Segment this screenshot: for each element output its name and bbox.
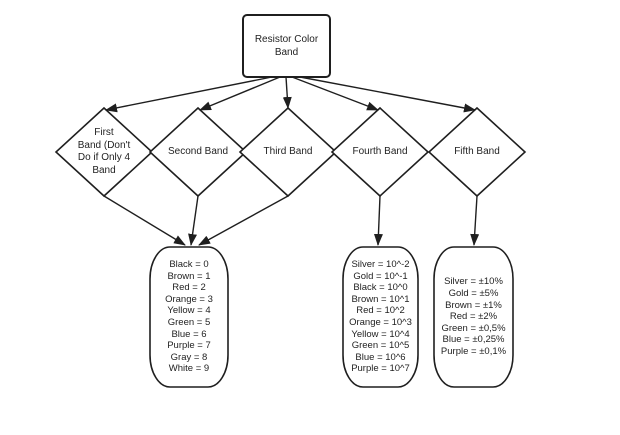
root-node-shape — [242, 14, 331, 78]
decision-diamond-fourth-band — [330, 106, 430, 198]
connector-first-band-to-digits — [103, 195, 186, 246]
connector-root-to-fourth-band — [291, 76, 379, 111]
decision-diamond-second-band — [148, 106, 248, 198]
connector-root-to-first-band — [105, 76, 273, 113]
terminal-box-tolerance-values — [433, 246, 514, 388]
connector-root-to-second-band — [199, 76, 281, 111]
connector-fourth-band-to-multipliers — [373, 195, 383, 246]
terminal-box-multiplier-values — [342, 246, 419, 388]
decision-diamond-first-band — [54, 106, 154, 198]
connector-fifth-band-to-tolerances — [470, 195, 480, 246]
connector-root-to-third-band — [282, 76, 292, 109]
connector-group — [103, 76, 480, 246]
connector-root-to-fifth-band — [299, 76, 476, 113]
connector-third-band-to-digits — [198, 195, 289, 246]
terminal-box-digit-values — [149, 246, 229, 388]
decision-diamond-third-band — [238, 106, 338, 198]
decision-diamond-fifth-band — [427, 106, 527, 198]
connector-second-band-to-digits — [188, 195, 199, 246]
